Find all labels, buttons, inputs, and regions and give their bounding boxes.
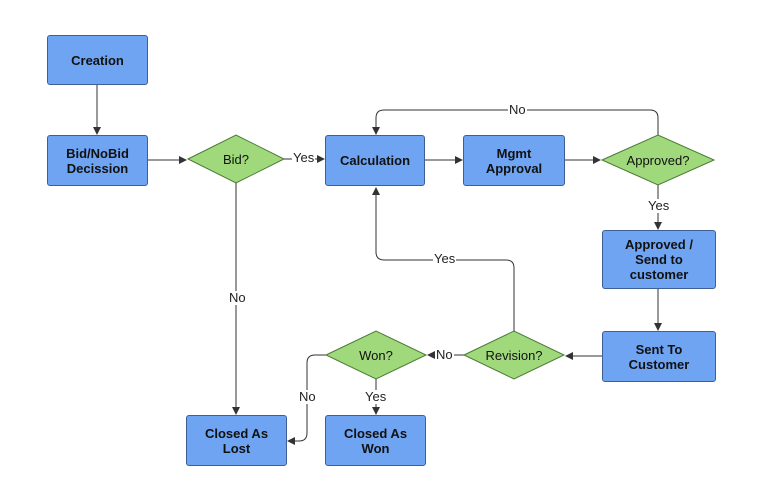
decision-approved-label: Approved?: [626, 152, 690, 168]
closed-as-won-node: Closed As Won: [325, 415, 426, 466]
edge-label-bid-yes: Yes: [292, 150, 316, 165]
mgmt-approval-node: Mgmt Approval: [463, 135, 565, 186]
edge-label-bid-no: No: [228, 290, 247, 305]
decision-bid-label: Bid?: [222, 151, 250, 167]
closed-as-lost-node: Closed As Lost: [186, 415, 287, 466]
edge-label-approved-yes: Yes: [647, 198, 671, 213]
edge-label-won-no: No: [298, 389, 317, 404]
creation-node: Creation: [47, 35, 148, 85]
bid-nobid-decision-node: Bid/NoBid Decission: [47, 135, 148, 186]
edge-label-revision-yes: Yes: [433, 251, 457, 266]
decision-revision-label: Revision?: [485, 347, 543, 363]
edge-label-approved-no: No: [508, 102, 527, 117]
calculation-node: Calculation: [325, 135, 425, 186]
edge-label-won-yes: Yes: [364, 389, 388, 404]
decision-approved-shape: [600, 134, 716, 186]
approved-send-to-customer-node: Approved / Send to customer: [602, 230, 716, 289]
decision-won-label: Won?: [359, 347, 393, 363]
decision-revision-shape: [462, 330, 566, 380]
decision-won-shape: [324, 330, 428, 380]
sent-to-customer-node: Sent To Customer: [602, 331, 716, 382]
edge-label-revision-no: No: [435, 347, 454, 362]
